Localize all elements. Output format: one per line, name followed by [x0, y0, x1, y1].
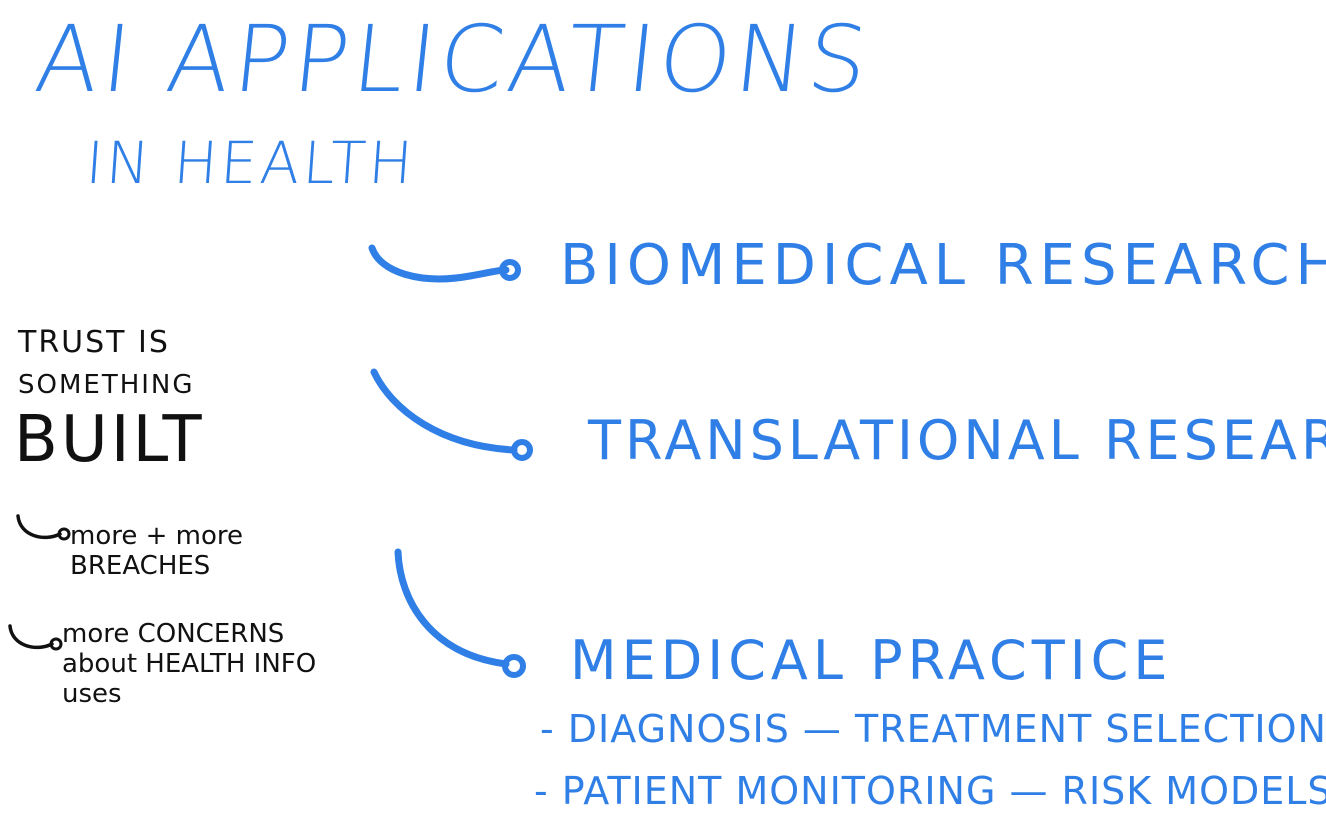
- connector-translational: [370, 368, 518, 454]
- medical-practice-items-line-1: - DIAGNOSIS — TREATMENT SELECTION -: [540, 707, 1326, 751]
- bullet-node-1: [57, 527, 71, 541]
- connector-node-biomedical: [499, 259, 521, 281]
- side-note-bullet-concerns: more CONCERNS about HEALTH INFO uses: [62, 619, 317, 710]
- bullet-1-line-1: more + more: [70, 521, 244, 551]
- diagram-title-line-1: AI APPLICATIONS: [30, 6, 877, 113]
- bullet-hook-2: [8, 624, 54, 650]
- connector-medical: [394, 548, 510, 668]
- side-note-line-1: TRUST IS: [18, 325, 170, 360]
- branch-medical-practice: MEDICAL PRACTICE: [570, 629, 1173, 692]
- bullet-node-2: [49, 637, 63, 651]
- branch-translational-research: TRANSLATIONAL RESEARCH: [588, 409, 1326, 472]
- medical-practice-items-line-2: - PATIENT MONITORING — RISK MODELS: [534, 769, 1326, 813]
- side-note-line-3: BUILT: [14, 403, 205, 477]
- connector-biomedical: [368, 244, 510, 283]
- bullet-hook-1: [16, 514, 62, 540]
- connector-node-translational: [511, 439, 533, 461]
- diagram-title-line-2: IN HEALTH: [83, 129, 418, 197]
- bullet-2-line-1: more CONCERNS: [62, 619, 285, 649]
- connector-node-medical: [502, 654, 526, 678]
- bullet-2-line-3: uses: [62, 678, 122, 709]
- bullet-2-line-2: about HEALTH INFO: [62, 648, 317, 679]
- bullet-1-line-2: BREACHES: [70, 550, 211, 581]
- side-note-bullet-breaches: more + more BREACHES: [70, 521, 244, 582]
- branch-biomedical-research: BIOMEDICAL RESEARCH: [560, 233, 1326, 298]
- side-note-line-2: SOMETHING: [18, 370, 195, 400]
